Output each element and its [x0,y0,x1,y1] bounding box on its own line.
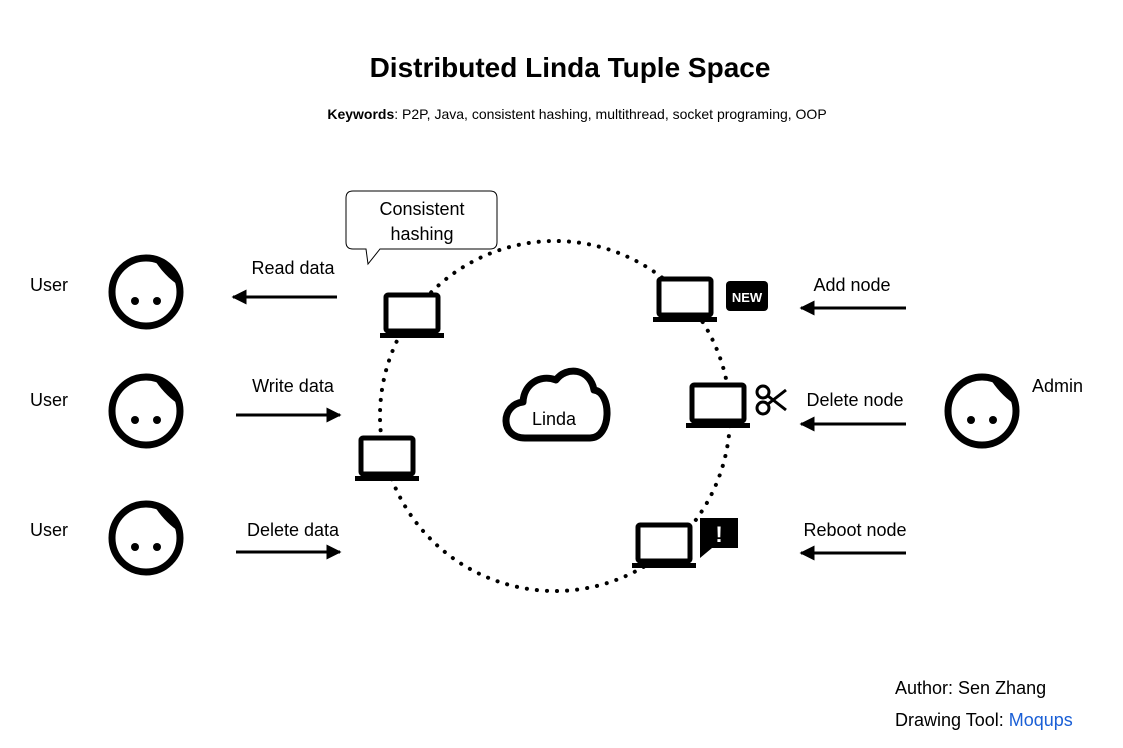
new-badge-text: NEW [732,290,763,305]
user-label-2: User [30,390,68,410]
user-label-1: User [30,275,68,295]
delete-data-label: Delete data [247,520,340,540]
admin-label: Admin [1032,376,1083,396]
read-data-label: Read data [251,258,335,278]
scissors-icon [755,384,787,416]
new-badge-icon [726,281,768,311]
laptop-icon [380,295,444,338]
user-face-icon [112,256,180,326]
user-label-3: User [30,520,68,540]
page-title: Distributed Linda Tuple Space [370,52,771,83]
laptop-icon [686,385,750,428]
callout-line2: hashing [390,224,453,244]
laptop-icon [632,525,696,568]
laptop-icon [355,438,419,481]
user-face-icon [112,502,180,572]
admin-face-icon [948,375,1016,445]
callout-line1: Consistent [379,199,464,219]
alert-bubble-icon [700,518,738,558]
tool-credit-prefix: Drawing Tool: [895,710,1009,730]
moqups-link[interactable]: Moqups [1009,710,1073,730]
tool-credit: Drawing Tool: Moqups [895,710,1073,730]
keywords-line: Keywords: P2P, Java, consistent hashing,… [327,106,826,122]
laptop-icon [653,279,717,322]
user-face-icon [112,375,180,445]
keywords-text: : P2P, Java, consistent hashing, multith… [394,106,826,122]
keywords-label: Keywords [327,106,394,122]
delete-node-label: Delete node [806,390,903,410]
reboot-node-label: Reboot node [803,520,906,540]
consistent-hashing-callout [345,190,498,266]
cloud-icon [502,367,611,442]
add-node-label: Add node [813,275,890,295]
write-data-label: Write data [252,376,335,396]
author-credit: Author: Sen Zhang [895,678,1046,698]
center-label: Linda [532,409,577,429]
alert-mark: ! [715,522,722,547]
